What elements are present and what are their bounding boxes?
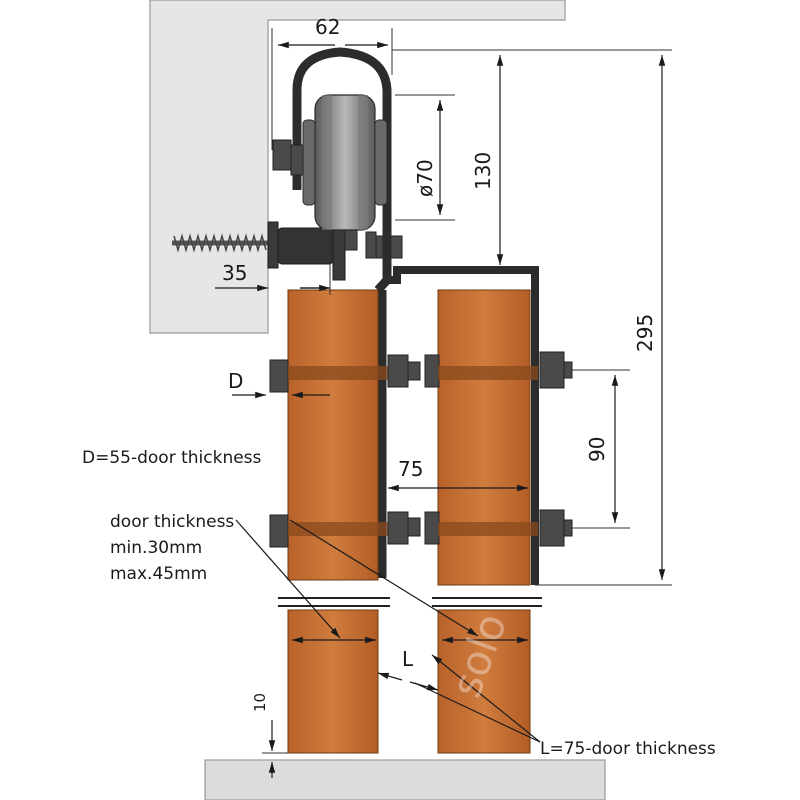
dimension-90: 90 [572, 369, 630, 529]
dimension-130: 130 [392, 49, 505, 265]
label-130: 130 [471, 152, 495, 190]
label-295: 295 [633, 314, 657, 352]
roller-wheel [302, 94, 388, 231]
dimension-d: D [228, 369, 330, 399]
dimension-l: L [377, 647, 439, 691]
note-door-thickness-max: max.45mm [110, 564, 207, 584]
dimension-35: 35 [215, 260, 331, 295]
through-bolts [269, 351, 573, 548]
note-door-thickness-title: door thickness [110, 512, 234, 532]
dimension-diameter-70: ø70 [395, 94, 455, 221]
note-door-thickness-min: min.30mm [110, 538, 202, 558]
label-10: 10 [251, 693, 269, 712]
door-right-lower [437, 609, 531, 754]
section-break [278, 597, 542, 607]
dimension-62: 62 [271, 15, 393, 150]
label-diameter-70: ø70 [413, 159, 437, 197]
dimension-10: 10 [251, 693, 288, 778]
floor [204, 759, 606, 800]
door-right-upper [437, 289, 531, 586]
label-d: D [228, 369, 243, 393]
dimension-295: 295 [505, 49, 672, 586]
label-35: 35 [222, 261, 247, 285]
wall [149, 0, 566, 334]
label-90: 90 [585, 437, 609, 462]
label-75: 75 [398, 457, 423, 481]
note-l-formula: L=75-door thickness [540, 739, 716, 759]
door-thickness-arrows [235, 519, 541, 743]
note-d-formula: D=55-door thickness [82, 448, 262, 468]
dimension-75: 75 [388, 457, 528, 492]
label-62: 62 [315, 15, 340, 39]
door-left-lower [287, 609, 379, 754]
label-l: L [402, 647, 414, 671]
wall-lag-screw [172, 221, 403, 281]
door-left-upper [287, 289, 379, 581]
